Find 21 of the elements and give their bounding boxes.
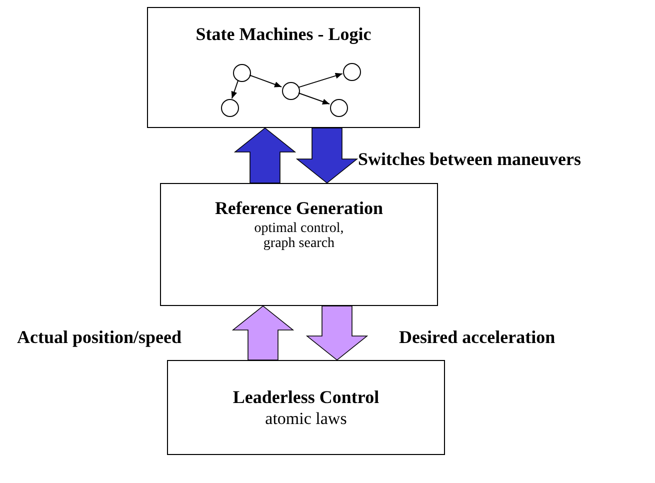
state-circle — [282, 82, 300, 100]
state-circle — [330, 99, 348, 117]
block-box — [147, 7, 420, 128]
arrow — [298, 72, 343, 88]
box-description: atomic laws — [265, 410, 347, 429]
state-circle — [233, 64, 251, 82]
state-circle — [343, 63, 361, 81]
block-box — [160, 183, 438, 306]
block-arrow — [306, 306, 368, 361]
block-arrow — [234, 127, 296, 184]
block-arrow — [296, 128, 358, 184]
box-title: Leaderless Control — [232, 387, 380, 408]
arrow — [298, 92, 330, 104]
block-box — [167, 360, 445, 455]
arrow — [231, 80, 239, 99]
state-circle — [221, 99, 239, 117]
box-title: State Machines - Logic — [196, 24, 372, 45]
block-arrow — [232, 305, 294, 360]
box-title: Reference Generation — [214, 198, 384, 219]
arrow — [248, 74, 282, 88]
box-description: optimal control, graph search — [253, 221, 345, 252]
